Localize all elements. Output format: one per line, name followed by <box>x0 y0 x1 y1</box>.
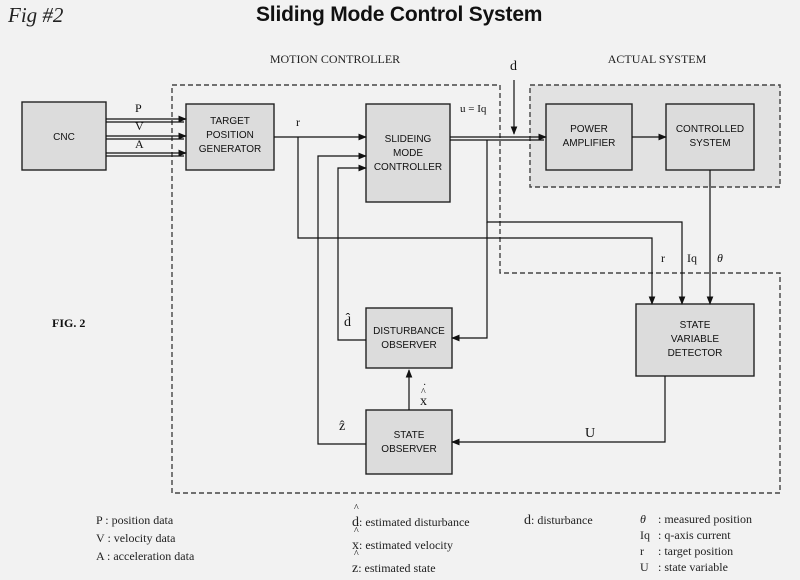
signal-v: V <box>135 119 144 133</box>
u-branch-to-detector <box>486 140 686 305</box>
legend-iq-text: : q-axis current <box>658 528 731 542</box>
legend-iq-symbol: Iq <box>640 528 650 542</box>
legend-theta-symbol: θ <box>640 512 646 526</box>
legend-z-hat-text: : estimated state <box>358 561 436 575</box>
do-line-2: OBSERVER <box>381 340 436 351</box>
signal-d-hat: d̂ <box>344 313 351 330</box>
legend-r-text: : target position <box>658 544 734 558</box>
legend-p: P : position data <box>96 513 174 527</box>
cnc-block: CNC <box>21 101 107 171</box>
legend-x-dot-accent: · <box>356 519 360 530</box>
legend-theta: θ : measured position <box>640 511 752 527</box>
legend-a: A : acceleration data <box>96 549 195 563</box>
smc-line-3: CONTROLLER <box>374 162 442 173</box>
pa-line-1: POWER <box>570 124 608 135</box>
legend-col-2: d: estimated disturbance x: estimated ve… <box>352 511 470 580</box>
legend-x-hat-dot-text: : estimated velocity <box>359 538 453 552</box>
power-amplifier-block: POWER AMPLIFIER <box>545 103 633 171</box>
smc-line-2: MODE <box>393 148 423 159</box>
legend-r: r : target position <box>640 543 752 559</box>
pa-line-2: AMPLIFIER <box>563 138 616 149</box>
motion-controller-region <box>171 84 781 494</box>
legend-x-hat-accent: ^ <box>354 526 359 537</box>
legend-x-hat-dot: x: estimated velocity <box>352 534 470 557</box>
target-position-generator-block: TARGET POSITION GENERATOR <box>185 103 275 171</box>
legend-d-hat-accent: ^ <box>354 503 359 514</box>
disturbance-observer-block: DISTURBANCE OBSERVER <box>365 307 453 369</box>
legend-z-hat-accent: ^ <box>354 549 359 560</box>
smc-line-1: SLIDEING <box>385 134 432 145</box>
fig-tag: Fig #2 <box>8 3 64 27</box>
legend-u: U : state variable <box>640 559 752 575</box>
legend-col-4: θ: measured position Iq: q-axis current … <box>640 511 752 575</box>
dist-obs-to-smc <box>337 164 367 341</box>
legend-u-text: : state variable <box>658 560 728 574</box>
main-title: Sliding Mode Control System <box>256 3 543 26</box>
legend-d-hat: d: estimated disturbance <box>352 511 470 534</box>
legend-col-1: P : position data V : velocity data A : … <box>96 511 194 565</box>
legend-d: d: disturbance <box>524 511 593 530</box>
state-variable-detector-block: STATE VARIABLE DETECTOR <box>635 303 755 377</box>
r-branch-to-detector <box>297 137 656 305</box>
cs-line-2: SYSTEM <box>689 138 730 149</box>
legend-d-symbol: d <box>524 513 531 528</box>
tpg-line-1: TARGET <box>210 116 250 127</box>
legend-r-symbol: r <box>640 544 644 558</box>
svd-line-2: VARIABLE <box>671 334 719 345</box>
legend-d-hat-text: : estimated disturbance <box>359 515 470 529</box>
legend-iq: Iq : q-axis current <box>640 527 752 543</box>
legend-u-symbol: U <box>640 560 649 574</box>
x-hat-accent: ^ <box>421 387 426 398</box>
tpg-line-2: POSITION <box>206 130 254 141</box>
do-line-1: DISTURBANCE <box>373 326 445 337</box>
signal-r: r <box>296 115 300 129</box>
legend-v: V : velocity data <box>96 531 176 545</box>
legend-theta-text: : measured position <box>658 512 752 526</box>
state-observer-block: STATE OBSERVER <box>365 409 453 475</box>
signal-r-feedback: r <box>661 251 665 265</box>
legend-d-hat-symbol: d <box>352 515 359 530</box>
motion-controller-label: MOTION CONTROLLER <box>270 52 400 66</box>
sliding-mode-controller-block: SLIDEING MODE CONTROLLER <box>365 103 451 203</box>
actual-system-label: ACTUAL SYSTEM <box>608 52 707 66</box>
cnc-block-label: CNC <box>53 132 75 143</box>
legend-x-hat-dot-symbol: x <box>352 538 359 553</box>
cs-line-1: CONTROLLED <box>676 124 744 135</box>
detector-to-state-obs <box>451 376 666 446</box>
svd-line-3: DETECTOR <box>668 348 723 359</box>
signal-u-state: U <box>585 426 595 441</box>
x-hat-dot-mark: · <box>423 380 426 391</box>
tpg-line-3: GENERATOR <box>199 144 261 155</box>
legend-z-hat: z: estimated state <box>352 557 470 580</box>
legend-z-hat-symbol: z <box>352 561 359 576</box>
so-line-2: OBSERVER <box>381 444 436 455</box>
svd-line-1: STATE <box>680 320 711 331</box>
controlled-system-block: CONTROLLED SYSTEM <box>665 103 755 171</box>
u-branch-to-dist-obs <box>451 222 488 342</box>
signal-theta-feedback: θ <box>717 251 723 265</box>
signal-x-hat-dot: x <box>420 394 427 409</box>
signal-u-iq: u = Iq <box>460 103 487 115</box>
state-obs-to-smc <box>317 152 367 445</box>
legend-col-3: d: disturbance <box>524 511 593 530</box>
signal-a: A <box>135 137 144 151</box>
signal-z-hat: ẑ <box>339 419 345 434</box>
fig-2-label: FIG. 2 <box>52 316 85 330</box>
signal-d: d <box>510 59 517 74</box>
legend-d-text: : disturbance <box>531 513 593 527</box>
signal-iq-feedback: Iq <box>687 251 697 265</box>
so-line-1: STATE <box>394 430 425 441</box>
signal-p: P <box>135 101 142 115</box>
